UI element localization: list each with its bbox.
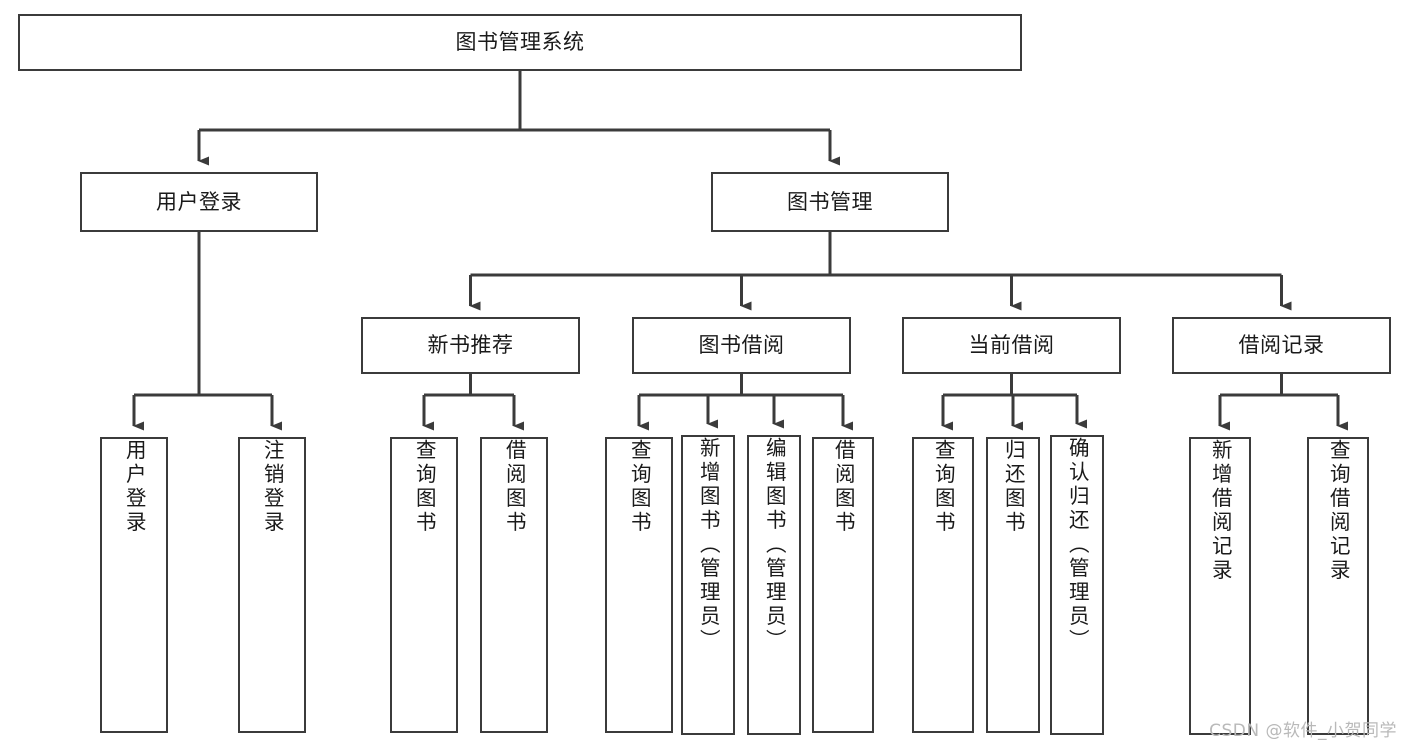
- csdn-watermark: CSDN @软件_小贺同学: [1209, 721, 1397, 741]
- node-label: 借阅图书: [502, 439, 527, 535]
- node-l-confirm: 确认归还（管理员）: [1050, 435, 1104, 735]
- node-label: 用户登录: [122, 439, 147, 535]
- node-label: 查询借阅记录: [1326, 439, 1351, 583]
- node-login: 用户登录: [80, 172, 318, 232]
- node-l-q1: 查询图书: [390, 437, 458, 733]
- node-label: 用户登录: [156, 189, 242, 214]
- node-l-logout: 注销登录: [238, 437, 306, 733]
- node-label: 借阅记录: [1238, 333, 1325, 358]
- node-l-add: 新增图书（管理员）: [681, 435, 735, 735]
- node-label: 注销登录: [260, 439, 285, 535]
- node-label: 当前借阅: [968, 333, 1055, 358]
- node-current: 当前借阅: [902, 317, 1121, 374]
- node-label: 新增图书（管理员）: [696, 437, 721, 653]
- node-borrow: 图书借阅: [632, 317, 851, 374]
- node-label: 归还图书: [1001, 439, 1026, 535]
- node-l-q2: 查询图书: [605, 437, 673, 733]
- node-l-q3: 查询图书: [912, 437, 974, 733]
- node-label: 查询图书: [931, 439, 956, 535]
- node-bookmgmt: 图书管理: [711, 172, 949, 232]
- node-l-addrec: 新增借阅记录: [1189, 437, 1251, 735]
- node-records: 借阅记录: [1172, 317, 1391, 374]
- node-label: 查询图书: [412, 439, 437, 535]
- node-newbook: 新书推荐: [361, 317, 580, 374]
- node-label: 借阅图书: [831, 439, 856, 535]
- node-l-login: 用户登录: [100, 437, 168, 733]
- node-label: 新书推荐: [427, 333, 514, 358]
- node-l-qrec: 查询借阅记录: [1307, 437, 1369, 735]
- node-label: 查询图书: [627, 439, 652, 535]
- node-label: 编辑图书（管理员）: [762, 437, 787, 653]
- node-l-return: 归还图书: [986, 437, 1040, 733]
- node-label: 图书管理系统: [455, 30, 585, 55]
- node-label: 图书管理: [787, 189, 873, 214]
- node-l-b1: 借阅图书: [480, 437, 548, 733]
- node-root: 图书管理系统: [18, 14, 1022, 71]
- node-label: 图书借阅: [698, 333, 785, 358]
- node-label: 新增借阅记录: [1208, 439, 1233, 583]
- node-l-edit: 编辑图书（管理员）: [747, 435, 801, 735]
- node-l-b2: 借阅图书: [812, 437, 874, 733]
- node-label: 确认归还（管理员）: [1065, 437, 1090, 653]
